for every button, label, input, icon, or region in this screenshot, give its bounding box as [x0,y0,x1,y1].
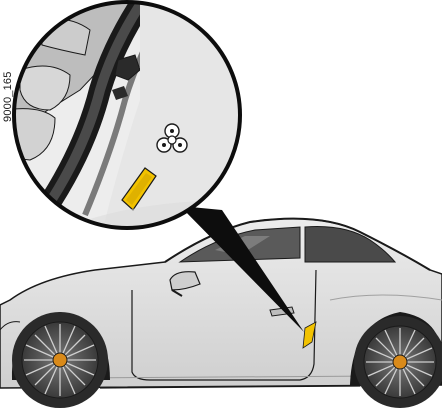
figure-id-label: 9000_165 [2,62,14,122]
magnifier-lens [0,0,240,240]
